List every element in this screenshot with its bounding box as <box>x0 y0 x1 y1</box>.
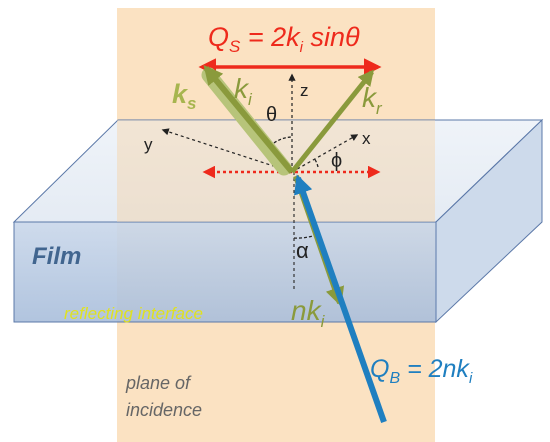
nki-label: nki <box>291 295 326 331</box>
qb-label: QB = 2nki <box>370 355 473 387</box>
y-axis-label: y <box>144 135 153 154</box>
x-axis <box>291 134 359 173</box>
qs-main: Q <box>208 22 229 52</box>
z-axis-label: z <box>300 81 309 100</box>
qs-label: QS = 2ki sinθ <box>208 22 360 56</box>
qb-rest: = 2nk <box>400 355 470 383</box>
ki-vector <box>203 65 295 174</box>
qs-sub: S <box>229 37 241 56</box>
theta-arc <box>273 136 293 144</box>
qs-sin: sinθ <box>303 22 360 52</box>
kr-sub: r <box>376 99 383 118</box>
x-axis-label: x <box>362 129 371 148</box>
plane-through-film <box>117 120 435 222</box>
qb-sub: B <box>389 370 400 387</box>
phi-arc <box>313 157 319 168</box>
qb-vector <box>294 174 387 423</box>
reflecting-interface-label: reflecting interface <box>64 304 203 323</box>
film-front-face <box>13 221 437 323</box>
qs-i: i <box>300 39 304 56</box>
qb-main: Q <box>370 355 389 383</box>
ks-label: ks <box>172 79 197 113</box>
qb-i: i <box>469 370 473 387</box>
kr-label: kr <box>362 82 383 118</box>
plane-label-line2: incidence <box>126 400 202 420</box>
ki-sub: i <box>248 90 253 109</box>
nki-main: nk <box>291 295 323 326</box>
ki-main: k <box>234 73 250 104</box>
y-axis <box>161 128 293 173</box>
ki-label: ki <box>234 73 253 109</box>
plane-label-line1: plane of <box>125 373 192 393</box>
theta-label: θ <box>266 104 277 126</box>
phi-label: ϕ <box>331 150 342 172</box>
film-label: Film <box>32 243 81 270</box>
kr-vector <box>290 69 374 174</box>
ks-sub: s <box>187 94 196 113</box>
ks-main: k <box>172 79 189 109</box>
alpha-label: α <box>296 238 309 263</box>
qs-rest: = 2k <box>240 22 301 52</box>
nki-sub: i <box>321 312 326 331</box>
kr-main: k <box>362 82 378 113</box>
